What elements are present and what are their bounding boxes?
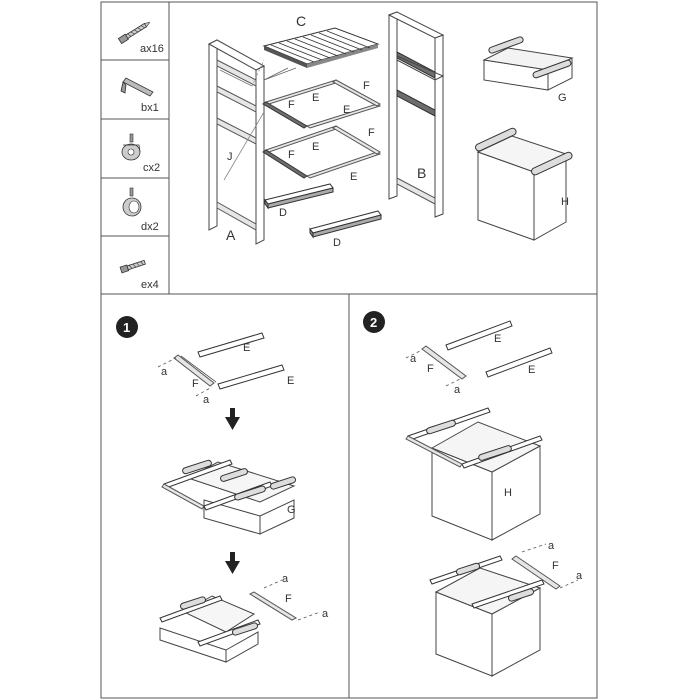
label-D2: D [333,237,341,249]
step1-drawer-frame-attach: a a F [159,573,329,663]
step1-label-F2: F [285,593,292,605]
step1-label-F: F [192,378,199,390]
step1-label-E1: E [243,342,250,354]
rail-d-1: D [264,183,334,219]
label-F4: F [368,127,375,139]
step1-label-a4: a [322,608,329,620]
panel-frames [100,1,598,699]
step1-label-a3: a [282,573,289,585]
part-e-screw: ex4 [119,259,159,291]
step1-label-a1: a [161,366,168,378]
part-b-qty: bx1 [141,102,159,114]
step1-rails-exploded: a a F E E [157,332,294,406]
frame-a: A J [207,39,266,245]
step2-label-a4: a [576,570,583,582]
part-a-qty: ax16 [140,43,164,55]
step2-basket-frame-attach: a a F [429,540,583,677]
label-A: A [226,227,236,243]
step2-rails-exploded: a a F E E [405,320,553,396]
part-b-allen-key: bx1 [120,77,159,114]
label-J: J [227,151,233,163]
step2-badge: 2 [363,311,385,333]
part-c-qty: cx2 [143,162,160,174]
drawer-g: G [482,36,574,104]
step1-arrow-down-1 [225,408,240,430]
cross-brace [223,67,297,181]
step2-basket-h: H [405,407,543,541]
step2-label-H: H [504,487,512,499]
label-E2: E [343,104,350,116]
part-d-caster: dx2 [122,187,159,233]
step1-number: 1 [123,320,130,335]
label-E4: E [350,171,357,183]
step1-label-E2: E [287,375,294,387]
label-F3: F [288,149,295,161]
rail-d-2: D [309,210,382,249]
step2-label-a3: a [548,540,555,552]
basket-h: H [475,127,573,241]
rail-set-upper: F E E F [262,79,382,129]
step1-badge: 1 [116,316,138,338]
frame-b: B [387,11,445,218]
step2-label-E2: E [528,364,535,376]
label-F1: F [288,99,295,111]
rail-set-lower: F E E F [262,125,382,183]
part-a-screw: ax16 [117,22,164,55]
step2-label-F: F [427,363,434,375]
label-C: C [296,13,306,29]
step1-label-a2: a [203,394,210,406]
label-D1: D [279,207,287,219]
label-H: H [561,196,569,208]
step2-label-a2: a [454,384,461,396]
step1-label-G: G [287,504,296,516]
step2-number: 2 [370,315,377,330]
part-c-caster: cx2 [121,133,160,174]
step2-label-E1: E [494,333,501,345]
label-B: B [417,165,426,181]
label-F2: F [363,80,370,92]
step2-label-F2: F [552,560,559,572]
step2-label-a1: a [410,353,417,365]
step1-arrow-down-2 [225,552,240,574]
label-E3: E [312,141,319,153]
part-d-qty: dx2 [141,221,159,233]
step1-drawer-assembled: G [161,459,297,535]
label-E1: E [312,92,319,104]
part-e-qty: ex4 [141,279,159,291]
label-G: G [558,92,567,104]
top-panel-c: C [262,13,380,68]
